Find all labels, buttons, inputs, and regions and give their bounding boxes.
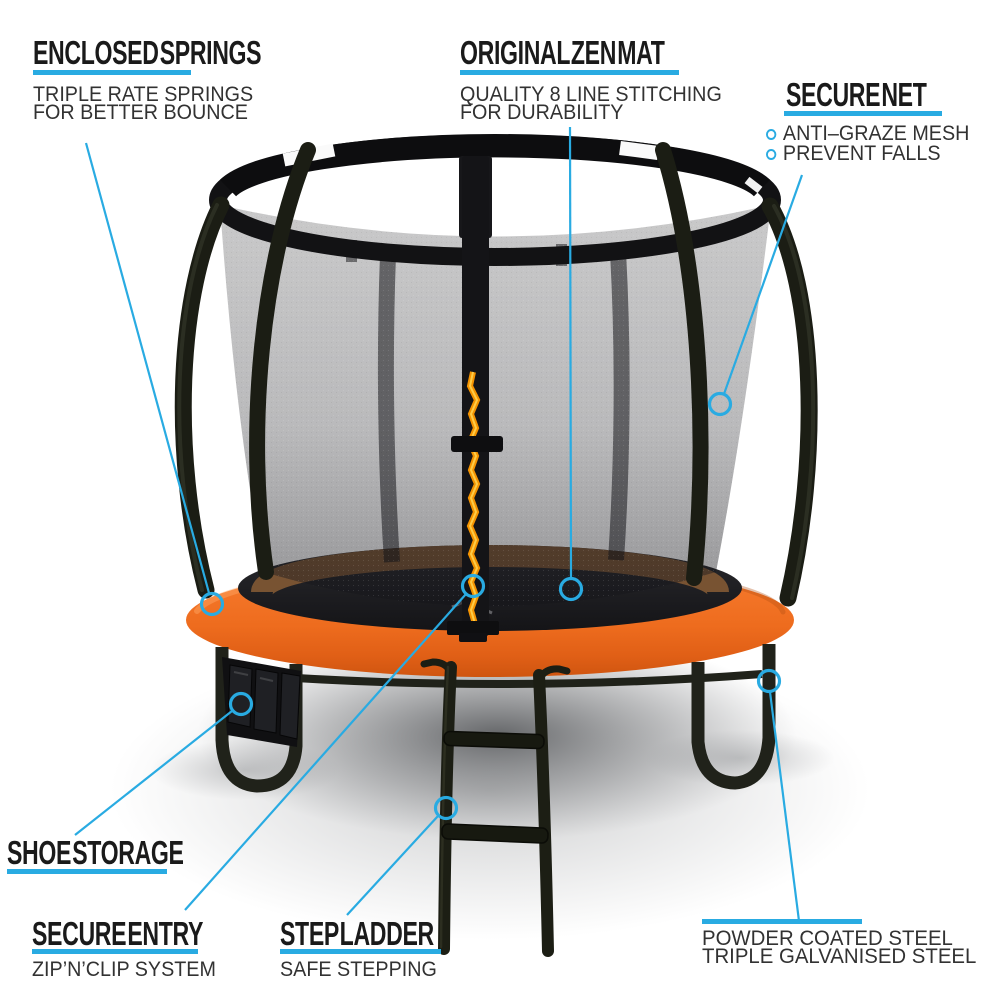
callout-title: SHOE STORAGE bbox=[7, 834, 184, 871]
bullet-item: PREVENT FALLS bbox=[766, 143, 969, 164]
callout-topline bbox=[702, 919, 862, 924]
secure-net-marker bbox=[707, 391, 733, 417]
callout-subtitle: POWDER COATED STEEL TRIPLE GALVANISED ST… bbox=[702, 927, 977, 968]
zip-entry bbox=[447, 156, 503, 642]
callout-bullets: ANTI–GRAZE MESH PREVENT FALLS bbox=[766, 123, 969, 164]
callout-title: SECURE NET bbox=[786, 76, 927, 113]
steel-marker bbox=[756, 668, 782, 694]
springs-marker bbox=[199, 591, 225, 617]
callout-title: ORIGINAL ZEN MAT bbox=[460, 34, 665, 71]
ring-highlight bbox=[744, 176, 763, 194]
zen-mat-leader-line bbox=[568, 126, 573, 579]
callout-underline bbox=[32, 949, 198, 954]
callout-underline bbox=[33, 70, 191, 75]
callout-subtitle: TRIPLE RATE SPRINGS FOR BETTER BOUNCE bbox=[33, 83, 254, 124]
callout-underline bbox=[784, 111, 942, 116]
secure-entry-leader-line bbox=[184, 593, 467, 911]
secure-entry-marker bbox=[460, 573, 486, 599]
bullet-icon bbox=[766, 148, 777, 160]
zen-mat-marker bbox=[558, 576, 584, 602]
steel-leader-line bbox=[768, 691, 801, 922]
callout-subtitle: QUALITY 8 LINE STITCHING FOR DURABILITY bbox=[460, 83, 722, 124]
callout-subtitle: SAFE STEPPING bbox=[280, 958, 437, 981]
bullet-icon bbox=[766, 128, 777, 140]
callout-underline bbox=[460, 70, 679, 75]
frame-legs bbox=[215, 644, 776, 793]
ring-highlight bbox=[619, 141, 659, 160]
callout-markers bbox=[199, 391, 782, 821]
frame-rail bbox=[235, 670, 763, 688]
springs-leader-line bbox=[84, 142, 211, 594]
secure-net-leader-line bbox=[722, 174, 804, 395]
callout-leader-lines bbox=[74, 126, 804, 922]
callout-title: ENCLOSED SPRINGS bbox=[33, 34, 262, 71]
callout-subtitle: ZIP’N’CLIP SYSTEM bbox=[32, 958, 216, 981]
zipper-clip bbox=[451, 436, 503, 452]
callout-underline bbox=[7, 869, 167, 874]
step-ladder-marker bbox=[433, 795, 459, 821]
enclosure-poles bbox=[174, 142, 818, 607]
shoe-storage-leader-line bbox=[74, 710, 233, 836]
callout-title: SECURE ENTRY bbox=[32, 915, 204, 952]
enclosure-net bbox=[220, 205, 771, 606]
shoe-storage-pockets bbox=[222, 657, 301, 747]
shoe-storage-marker bbox=[228, 691, 254, 717]
bullet-item: ANTI–GRAZE MESH bbox=[766, 123, 969, 144]
callout-title: STEP LADDER bbox=[280, 915, 434, 952]
step-ladder-leader-line bbox=[346, 815, 439, 916]
callout-underline bbox=[280, 949, 441, 954]
